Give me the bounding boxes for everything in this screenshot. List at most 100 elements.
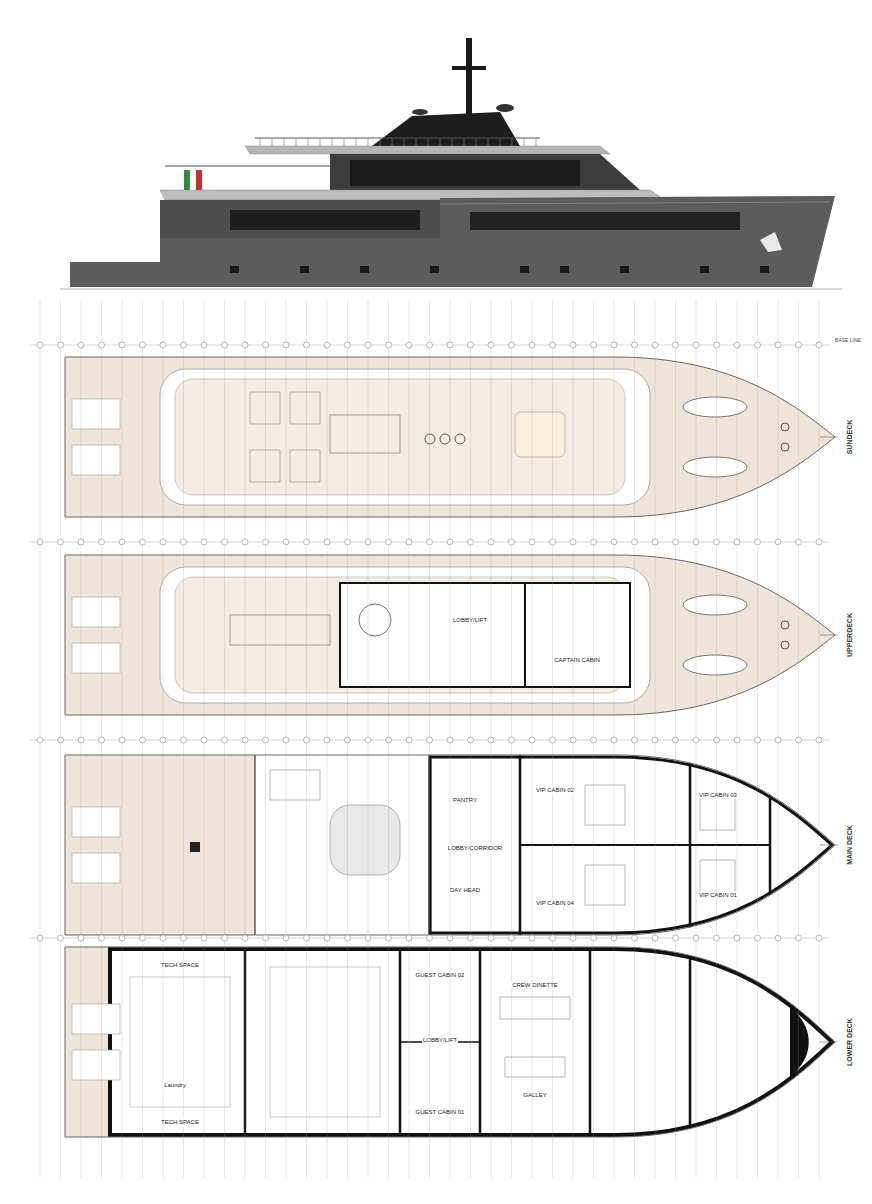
frame-marker (693, 935, 699, 941)
frame-marker (529, 342, 535, 348)
porthole (430, 266, 439, 273)
frame-marker (796, 737, 802, 743)
frame-marker (365, 342, 371, 348)
engine-room (270, 967, 380, 1117)
bed (700, 795, 735, 830)
lounger (250, 450, 280, 482)
frame-marker (324, 935, 330, 941)
galley-counter (505, 1057, 565, 1077)
flag-red (196, 170, 202, 190)
railing-post (260, 138, 261, 146)
railing (165, 166, 330, 167)
hatch (190, 842, 200, 852)
frame-marker (550, 737, 556, 743)
railing-post (416, 138, 417, 146)
room-label: VIP CABIN 04 (535, 900, 575, 907)
room-label: CREW DINETTE (511, 982, 559, 989)
frame-marker (283, 539, 289, 545)
frame-marker (529, 539, 535, 545)
winch (781, 641, 789, 649)
bulkhead (109, 947, 112, 1137)
railing-post (296, 138, 297, 146)
lounger (290, 450, 320, 482)
frame-marker (714, 935, 720, 941)
railing-post (452, 138, 453, 146)
frame-marker (263, 342, 269, 348)
frame-marker (99, 935, 105, 941)
frame-marker (181, 342, 187, 348)
frame-marker (304, 342, 310, 348)
frame-marker (99, 539, 105, 545)
frame-marker (816, 342, 822, 348)
room-label: TECH SPACE (160, 1119, 200, 1126)
frame-marker (775, 935, 781, 941)
railing-post (440, 138, 441, 146)
room-label: VIP CABIN 03 (698, 792, 738, 799)
deck-plan (60, 947, 860, 1137)
deck-name: UPPERDECK (846, 612, 854, 658)
room-label: GALLEY (522, 1092, 547, 1099)
frame-marker (693, 539, 699, 545)
frame-marker (714, 342, 720, 348)
porthole (760, 266, 769, 273)
frame-marker (99, 342, 105, 348)
frame-marker (816, 935, 822, 941)
frame-marker (99, 737, 105, 743)
room-label: LOBBY/LIFT (452, 617, 488, 624)
sofa (330, 805, 400, 875)
frame-marker (591, 342, 597, 348)
frame-marker (242, 539, 248, 545)
frame-marker (201, 342, 207, 348)
frame-marker (447, 737, 453, 743)
room-label: LOBBY/LIFT (422, 1037, 458, 1044)
frame-marker (673, 539, 679, 545)
railing-post (332, 138, 333, 146)
frame-marker (673, 342, 679, 348)
dining-table (330, 415, 400, 453)
deck-name: BASE LINE (834, 338, 862, 344)
wheelhouse (525, 583, 630, 687)
porthole (230, 266, 239, 273)
room-label: LOBBY/CORRIDOR (447, 845, 503, 852)
room-label: PANTRY (452, 797, 478, 804)
frame-marker (755, 935, 761, 941)
hull-windows (470, 212, 740, 230)
frame-marker (468, 342, 474, 348)
upper-cabin (330, 154, 640, 190)
porthole (700, 266, 709, 273)
deck-name: SUNDECK (846, 419, 854, 456)
centerline (820, 437, 838, 438)
frame-marker (734, 935, 740, 941)
frame-marker (775, 342, 781, 348)
railing-post (536, 138, 537, 146)
frame-marker (693, 342, 699, 348)
railing-post (356, 138, 357, 146)
frame-marker (78, 342, 84, 348)
frame-marker (488, 539, 494, 545)
frame-marker (816, 737, 822, 743)
frame-marker (652, 935, 658, 941)
sunbed (72, 807, 120, 837)
waterline (60, 289, 842, 290)
deck-area (175, 379, 625, 495)
railing-post (464, 138, 465, 146)
stool (455, 434, 465, 444)
railing-post (272, 138, 273, 146)
frame-marker (632, 737, 638, 743)
frame-marker (632, 935, 638, 941)
frame-marker (78, 935, 84, 941)
frame-marker (222, 342, 228, 348)
frame-marker (714, 737, 720, 743)
jacuzzi (515, 412, 565, 457)
frame-marker (755, 342, 761, 348)
railing-post (368, 138, 369, 146)
sky-lounge (340, 583, 525, 687)
mast-crossbar (452, 66, 486, 70)
frame-marker (734, 539, 740, 545)
frame-marker (652, 539, 658, 545)
room-label: TECH SPACE (160, 962, 200, 969)
frame-marker (427, 539, 433, 545)
frame-marker (37, 539, 43, 545)
